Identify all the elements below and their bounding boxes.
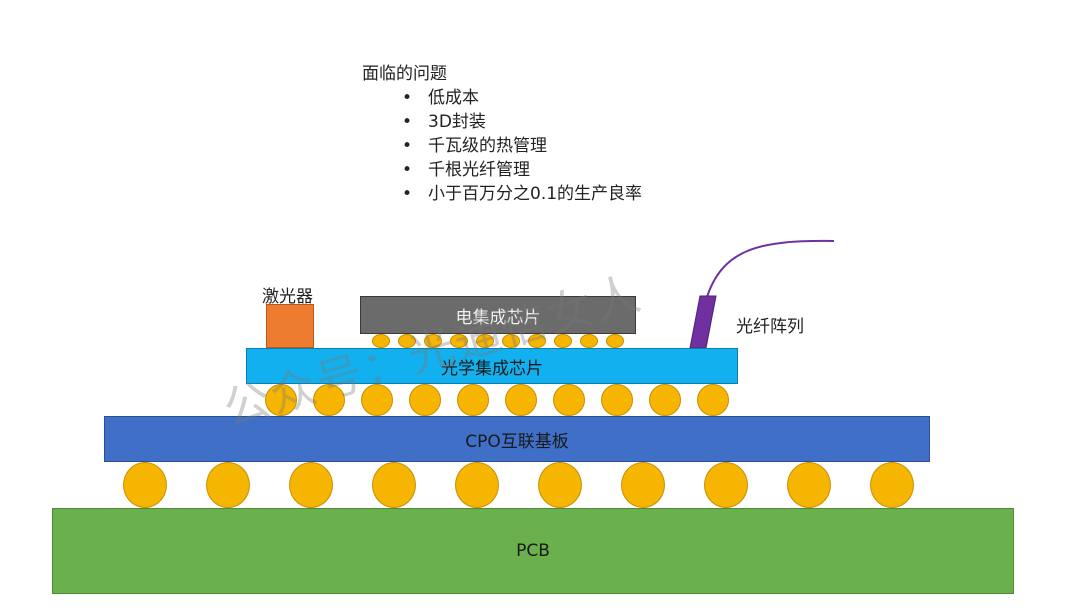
electronic-ic-label: 电集成芯片 (455, 307, 541, 328)
issue-item: 低成本 (402, 86, 642, 110)
bga-ball (787, 462, 831, 508)
photonic-ic-block: 光学集成芯片 (246, 348, 738, 384)
micro-bump (476, 334, 494, 348)
solder-bump (361, 384, 393, 416)
solder-bump (601, 384, 633, 416)
bga-ball (621, 462, 665, 508)
solder-bump (409, 384, 441, 416)
pcb-block: PCB (52, 508, 1014, 594)
fiber-array-block (689, 295, 717, 349)
micro-bump (606, 334, 624, 348)
micro-bump (528, 334, 546, 348)
bga-ball (704, 462, 748, 508)
photonic-ic-label: 光学集成芯片 (441, 358, 543, 379)
bga-ball (123, 462, 167, 508)
solder-bump (457, 384, 489, 416)
solder-bump (313, 384, 345, 416)
micro-bump (502, 334, 520, 348)
micro-bump (450, 334, 468, 348)
solder-bump (649, 384, 681, 416)
laser-block (266, 304, 314, 348)
issues-block: 面临的问题 低成本 3D封装 千瓦级的热管理 千根光纤管理 小于百万分之0.1的… (362, 62, 642, 206)
electronic-ic-block: 电集成芯片 (360, 296, 636, 334)
micro-bump (424, 334, 442, 348)
fiber-array-label: 光纤阵列 (736, 317, 804, 337)
solder-bump (697, 384, 729, 416)
solder-bump (265, 384, 297, 416)
micro-bump (580, 334, 598, 348)
solder-bump (553, 384, 585, 416)
issue-item: 3D封装 (402, 110, 642, 134)
issue-item: 千瓦级的热管理 (402, 134, 642, 158)
bga-ball (206, 462, 250, 508)
issue-item: 小于百万分之0.1的生产良率 (402, 182, 642, 206)
laser-label: 激光器 (262, 287, 313, 307)
cpo-substrate-block: CPO互联基板 (104, 416, 930, 462)
bga-ball (372, 462, 416, 508)
issues-list: 低成本 3D封装 千瓦级的热管理 千根光纤管理 小于百万分之0.1的生产良率 (362, 86, 642, 206)
solder-bump (505, 384, 537, 416)
issues-title: 面临的问题 (362, 64, 447, 84)
optical-fiber (705, 239, 835, 301)
bga-ball (870, 462, 914, 508)
micro-bump (372, 334, 390, 348)
bga-ball (289, 462, 333, 508)
issue-item: 千根光纤管理 (402, 158, 642, 182)
cpo-substrate-label: CPO互联基板 (465, 431, 569, 452)
bga-ball (455, 462, 499, 508)
micro-bump (554, 334, 572, 348)
pcb-label: PCB (516, 541, 550, 561)
micro-bump (398, 334, 416, 348)
bga-ball (538, 462, 582, 508)
